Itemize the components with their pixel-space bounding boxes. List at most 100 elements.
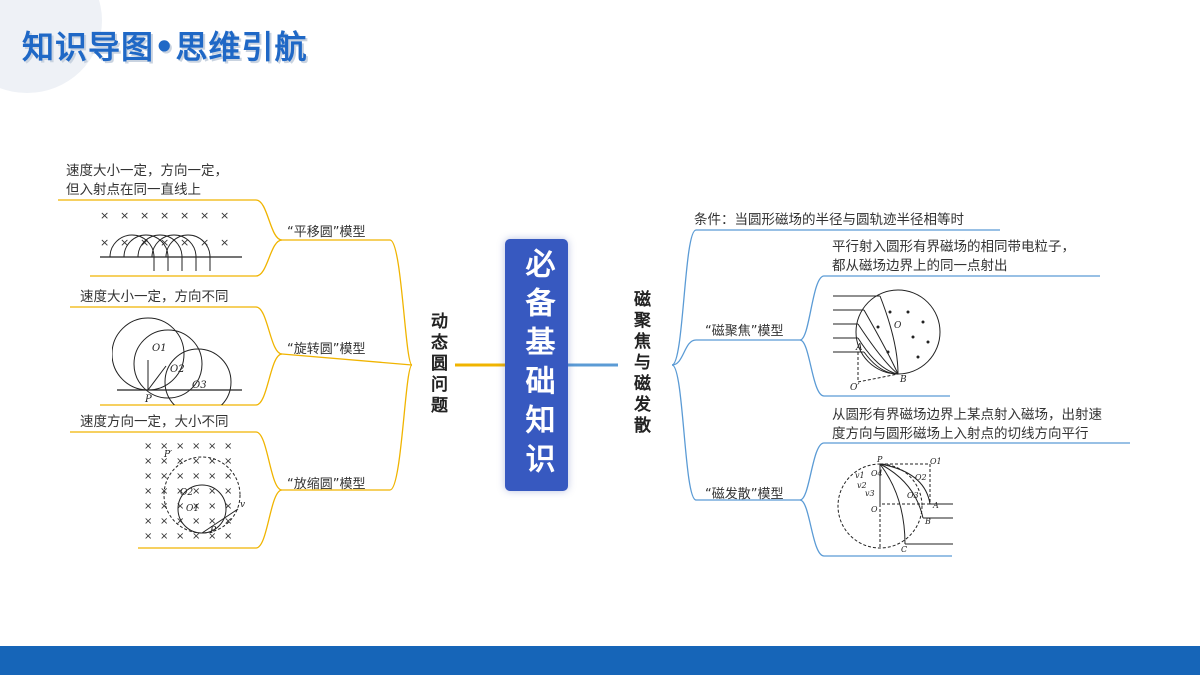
left-note-link-2 [70, 306, 283, 355]
label-o4: O4 [871, 469, 883, 478]
left-note-link-1 [58, 199, 283, 241]
field-mark: × [192, 531, 200, 542]
label-c: C [901, 545, 907, 554]
field-mark: × [144, 501, 152, 512]
focus-trajectory [857, 323, 899, 375]
translate-note-line-2: 但入射点在同一直线上 [66, 182, 201, 198]
focus-trajectory [857, 337, 899, 375]
field-mark: × [224, 441, 232, 452]
label-a: A [932, 501, 939, 510]
diverge-model-label: “磁发散”模型 [705, 487, 784, 502]
field-mark: × [192, 486, 200, 497]
focus-figure: O A B O′ [833, 289, 941, 392]
field-mark: × [100, 209, 109, 222]
field-mark: × [192, 501, 200, 512]
field-mark: × [144, 441, 152, 452]
diverge-trajectory [879, 463, 931, 505]
central-topic: 必备基础知识 [505, 239, 568, 491]
label-o1: O1 [930, 457, 942, 466]
right-link-2 [671, 364, 800, 501]
scale-circle-label: “放缩圆”模型 [287, 477, 366, 492]
scale-note-line-1: 速度方向一定，大小不同 [80, 414, 229, 430]
right-note-link-2 [799, 442, 1130, 501]
label-o-prime: O′ [850, 383, 859, 392]
focus-note-line-1: 平行射入圆形有界磁场的相同带电粒子， [832, 239, 1075, 255]
left-link-3 [282, 364, 413, 491]
label-v2: v2 [857, 481, 867, 490]
trajectory-circle [163, 456, 241, 534]
rotate-circle-figure: O1 O2 O3 P [112, 317, 242, 405]
focus-trajectory [863, 351, 899, 375]
field-mark: × [176, 471, 184, 482]
field-mark: × [120, 236, 129, 249]
left-link-1 [282, 239, 413, 366]
diverge-figure: P O1 O2 O3 O A B C v1 v2 v3 O4 [837, 455, 953, 554]
label-o: O [894, 321, 902, 331]
field-mark: × [224, 501, 232, 512]
label-o1: O1 [186, 504, 199, 514]
field-mark: × [176, 501, 184, 512]
trajectory-arc [151, 234, 197, 271]
label-v3: v3 [865, 489, 875, 498]
rotate-note-line-1: 速度大小一定，方向不同 [80, 289, 229, 305]
rotate-circle-label: “旋转圆”模型 [287, 342, 366, 357]
field-mark: × [160, 471, 168, 482]
label-a: A [855, 343, 863, 353]
diverge-note-line-2: 度方向与圆形磁场上入射点的切线方向平行 [832, 426, 1089, 442]
field-mark: × [208, 456, 216, 467]
field-mark: × [160, 456, 168, 467]
translate-note-line-1: 速度大小一定，方向一定， [66, 163, 228, 179]
label-v1: v1 [855, 471, 865, 480]
label-p: P [876, 455, 883, 464]
field-mark: × [208, 501, 216, 512]
condition-note: 条件：当圆形磁场的半径与圆轨迹半径相等时 [694, 212, 964, 228]
field-mark: × [192, 471, 200, 482]
label-o3: O3 [192, 380, 207, 391]
trajectory-circle [133, 329, 203, 399]
field-mark: × [140, 209, 149, 222]
diverge-note-line-1: 从圆形有界磁场边界上某点射入磁场，出射速 [832, 407, 1102, 423]
focus-note: 平行射入圆形有界磁场的相同带电粒子， 都从磁场边界上的同一点射出 [832, 238, 1075, 276]
focus-model-label: “磁聚焦”模型 [705, 324, 784, 339]
left-branch-title: 动态圆问题 [427, 312, 447, 417]
field-mark: × [208, 471, 216, 482]
field-mark: × [208, 441, 216, 452]
field-mark: × [208, 486, 216, 497]
label-b: B [924, 517, 931, 526]
field-mark: × [192, 456, 200, 467]
field-mark: × [144, 456, 152, 467]
field-mark: × [144, 486, 152, 497]
field-mark: × [176, 531, 184, 542]
translate-note: 速度大小一定，方向一定， 但入射点在同一直线上 [66, 162, 228, 200]
field-mark: × [192, 516, 200, 527]
field-mark: × [200, 209, 209, 222]
field-mark: × [140, 236, 149, 249]
label-v: v [240, 500, 245, 510]
field-mark: × [224, 456, 232, 467]
right-link-1 [671, 339, 800, 366]
focus-note-line-2: 都从磁场边界上的同一点射出 [832, 258, 1008, 274]
diverge-trajectory [879, 463, 906, 545]
right-link-condition [671, 229, 1000, 366]
page-title: 知识导图•思维引航 [22, 28, 308, 66]
field-mark: × [144, 516, 152, 527]
left-note-link-3 [70, 431, 283, 491]
guide-line [857, 373, 899, 383]
guide-rect [879, 463, 931, 505]
field-mark: × [144, 471, 152, 482]
label-o: O [871, 505, 878, 514]
field-mark: × [160, 441, 168, 452]
central-topic-label: 必备基础知识 [519, 248, 555, 482]
trajectory-arc [137, 234, 183, 271]
field-mark: × [224, 516, 232, 527]
field-mark: × [176, 516, 184, 527]
left-link-2 [281, 353, 413, 366]
field-mark: × [224, 486, 232, 497]
left-fig-link-2 [100, 353, 283, 406]
left-fig-link-1 [90, 239, 283, 277]
field-mark: × [144, 531, 152, 542]
label-p-prime: P′ [163, 450, 172, 460]
field-mark: × [224, 531, 232, 542]
field-mark: × [176, 456, 184, 467]
